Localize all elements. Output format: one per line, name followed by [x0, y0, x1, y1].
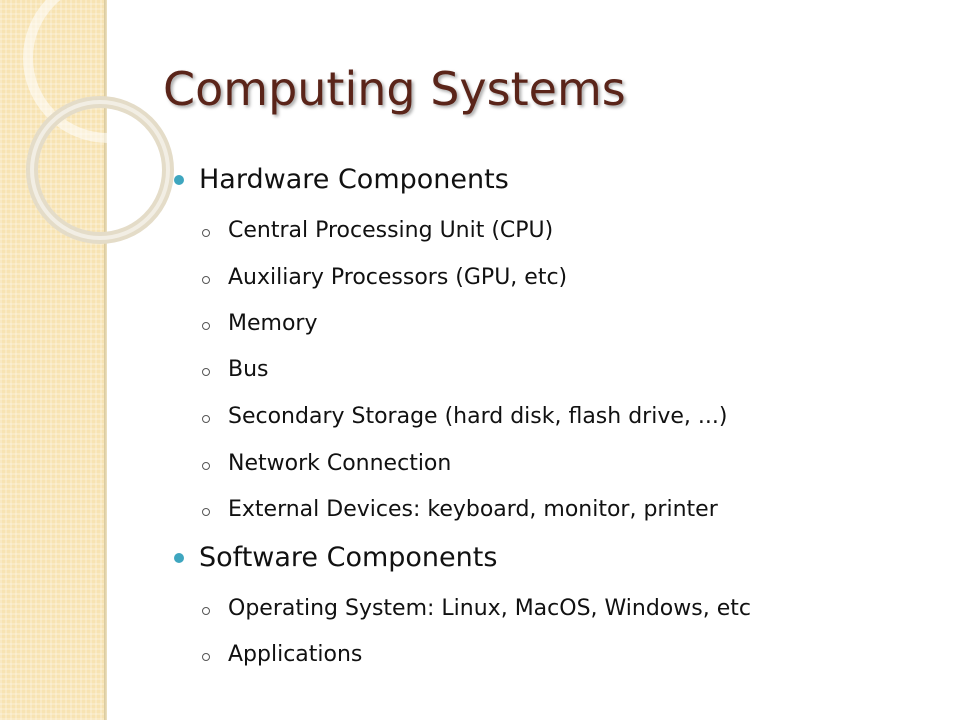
section-heading-text: Software Components [199, 542, 498, 573]
list-item: Central Processing Unit (CPU) [202, 218, 554, 243]
bullet-ring-icon [202, 508, 210, 516]
bullet-ring-icon [202, 653, 210, 661]
list-item: Network Connection [202, 451, 452, 476]
bullet-ring-icon [202, 607, 210, 615]
list-item: Applications [202, 642, 363, 667]
list-item: Bus [202, 357, 269, 382]
sidebar-edge [104, 0, 107, 720]
list-item: Auxiliary Processors (GPU, etc) [202, 265, 568, 290]
list-item-text: Memory [228, 311, 318, 336]
bullet-dot-icon [174, 175, 184, 186]
list-item-text: Central Processing Unit (CPU) [228, 218, 554, 243]
bullet-ring-icon [202, 368, 210, 376]
list-item: Secondary Storage (hard disk, flash driv… [202, 404, 728, 429]
decorative-circles [23, 0, 180, 244]
list-item: External Devices: keyboard, monitor, pri… [202, 497, 718, 522]
section-heading-software: Software Components [174, 542, 498, 573]
slide-title: Computing Systems [163, 62, 626, 116]
list-item-text: Operating System: Linux, MacOS, Windows,… [228, 596, 751, 621]
list-item: Memory [202, 311, 318, 336]
bullet-ring-icon [202, 322, 210, 330]
list-item: Operating System: Linux, MacOS, Windows,… [202, 596, 751, 621]
bullet-ring-icon [202, 462, 210, 470]
list-item-text: Applications [228, 642, 363, 667]
list-item-text: External Devices: keyboard, monitor, pri… [228, 497, 718, 522]
list-item-text: Bus [228, 357, 269, 382]
list-item-text: Auxiliary Processors (GPU, etc) [228, 265, 568, 290]
bullet-ring-icon [202, 415, 210, 423]
list-item-text: Secondary Storage (hard disk, flash driv… [228, 404, 728, 429]
bullet-dot-icon [174, 553, 184, 564]
bullet-ring-icon [202, 229, 210, 237]
section-heading-hardware: Hardware Components [174, 164, 509, 195]
list-item-text: Network Connection [228, 451, 452, 476]
bullet-ring-icon [202, 276, 210, 284]
section-heading-text: Hardware Components [199, 164, 509, 195]
